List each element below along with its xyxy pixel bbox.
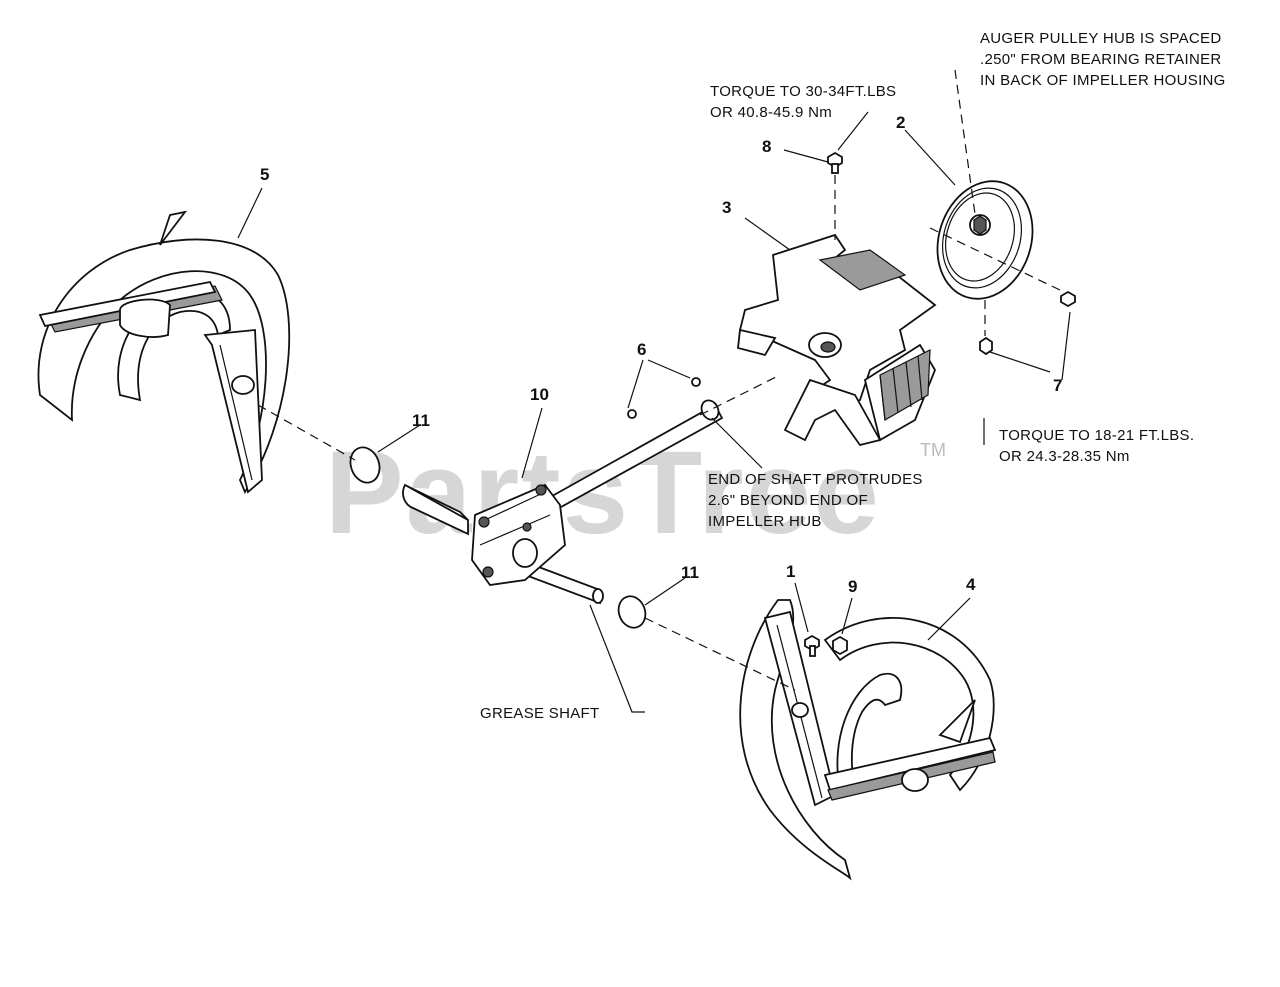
part-number-3[interactable]: 3 [722, 198, 732, 217]
gearbox-shaft-part-10[interactable] [402, 397, 724, 605]
left-auger-part-5[interactable] [37, 210, 291, 494]
part-number-11-right[interactable]: 11 [681, 563, 699, 582]
note-auger-pulley-hub: AUGER PULLEY HUB IS SPACED .250" FROM BE… [980, 30, 1226, 89]
bolt-part-8[interactable] [827, 151, 843, 174]
bushing-part-11-right[interactable] [614, 593, 649, 632]
auger-pulley-part-2[interactable] [923, 169, 1048, 312]
part-number-2[interactable]: 2 [896, 113, 906, 132]
bolt-part-1[interactable] [804, 634, 820, 657]
nut-part-9[interactable] [832, 635, 848, 656]
bushing-part-11-left[interactable] [346, 443, 385, 486]
note-shaft-protrudes: END OF SHAFT PROTRUDES 2.6" BEYOND END O… [708, 471, 923, 530]
note-grease-shaft: GREASE SHAFT [480, 705, 600, 722]
part-number-7[interactable]: 7 [1053, 376, 1063, 395]
leader-lines [237, 111, 1071, 713]
impeller-housing-part-3[interactable] [737, 233, 937, 447]
part-number-6[interactable]: 6 [637, 340, 647, 359]
part-number-11-left[interactable]: 11 [412, 411, 430, 430]
part-number-10[interactable]: 10 [530, 385, 549, 404]
right-auger-part-4[interactable] [739, 599, 997, 881]
part-number-5[interactable]: 5 [260, 165, 270, 184]
part-number-1[interactable]: 1 [786, 562, 796, 581]
part-number-8[interactable]: 8 [762, 137, 772, 156]
grease-fitting-part-6[interactable] [627, 377, 701, 419]
part-number-9[interactable]: 9 [848, 577, 858, 596]
nut-part-7[interactable] [979, 290, 1076, 356]
note-torque-right: TORQUE TO 18-21 FT.LBS. OR 24.3-28.35 Nm [999, 427, 1195, 465]
part-number-4[interactable]: 4 [966, 575, 976, 594]
trademark-symbol: TM [920, 440, 946, 460]
note-torque-top: TORQUE TO 30-34FT.LBS OR 40.8-45.9 Nm [710, 83, 897, 121]
assembly-lines [257, 69, 1061, 691]
